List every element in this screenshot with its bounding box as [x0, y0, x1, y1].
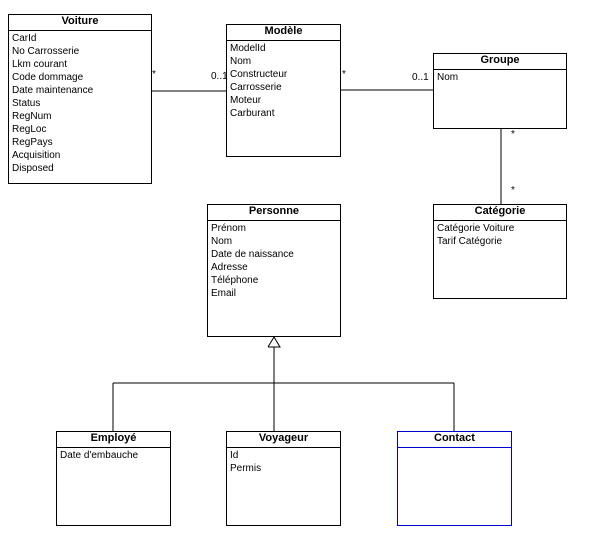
class-categorie-name: Catégorie [434, 205, 566, 221]
attribute: Nom [230, 56, 252, 67]
class-personne[interactable]: Personne Prénom Nom Date de naissance Ad… [207, 204, 341, 337]
class-categorie-attributes: Catégorie Voiture Tarif Catégorie [434, 221, 566, 248]
attribute: Date maintenance [12, 85, 94, 96]
attribute: Catégorie Voiture [437, 223, 515, 234]
attribute: No Carrosserie [12, 46, 80, 57]
attribute: Email [211, 288, 237, 299]
attribute: Date de naissance [211, 249, 294, 260]
class-voyageur-name: Voyageur [227, 432, 340, 448]
attribute: RegLoc [12, 124, 47, 135]
mult-voiture-modele-to: 0..1 [211, 71, 228, 82]
class-employe[interactable]: Employé Date d'embauche [56, 431, 171, 526]
mult-groupe-categorie-from: * [511, 129, 515, 140]
class-contact-attributes [398, 448, 511, 449]
attribute: Carrosserie [230, 82, 282, 93]
attribute: Nom [211, 236, 233, 247]
class-voiture[interactable]: Voiture CarId No Carrosserie Lkm courant… [8, 14, 152, 184]
attribute: Prénom [211, 223, 247, 234]
class-contact-name: Contact [398, 432, 511, 448]
attribute: Code dommage [12, 72, 84, 83]
attribute: Status [12, 98, 41, 109]
attribute: Date d'embauche [60, 450, 139, 461]
attribute: Lkm courant [12, 59, 68, 70]
attribute: Disposed [12, 163, 54, 174]
class-modele-attributes: ModelId Nom Constructeur Carrosserie Mot… [227, 41, 340, 120]
attribute: Moteur [230, 95, 262, 106]
class-contact[interactable]: Contact [397, 431, 512, 526]
class-voiture-attributes: CarId No Carrosserie Lkm courant Code do… [9, 31, 151, 175]
mult-modele-groupe-to: 0..1 [412, 72, 429, 83]
attribute: Adresse [211, 262, 248, 273]
mult-modele-groupe-from: * [342, 69, 346, 80]
generalization-arrowhead [267, 336, 281, 348]
attribute: Nom [437, 72, 459, 83]
attribute: Constructeur [230, 69, 288, 80]
attribute: ModelId [230, 43, 266, 54]
attribute: CarId [12, 33, 37, 44]
attribute: Téléphone [211, 275, 259, 286]
class-voyageur-attributes: Id Permis [227, 448, 340, 475]
attribute: Acquisition [12, 150, 61, 161]
class-personne-name: Personne [208, 205, 340, 221]
attribute: RegPays [12, 137, 53, 148]
class-voiture-name: Voiture [9, 15, 151, 31]
class-categorie[interactable]: Catégorie Catégorie Voiture Tarif Catégo… [433, 204, 567, 299]
mult-voiture-modele-from: * [152, 69, 156, 80]
class-voyageur[interactable]: Voyageur Id Permis [226, 431, 341, 526]
mult-groupe-categorie-to: * [511, 185, 515, 196]
class-groupe-name: Groupe [434, 54, 566, 70]
class-modele-name: Modèle [227, 25, 340, 41]
attribute: Tarif Catégorie [437, 236, 503, 247]
class-employe-attributes: Date d'embauche [57, 448, 170, 462]
class-modele[interactable]: Modèle ModelId Nom Constructeur Carrosse… [226, 24, 341, 157]
attribute: RegNum [12, 111, 52, 122]
class-personne-attributes: Prénom Nom Date de naissance Adresse Tél… [208, 221, 340, 300]
attribute: Carburant [230, 108, 275, 119]
class-groupe[interactable]: Groupe Nom [433, 53, 567, 129]
attribute: Permis [230, 463, 262, 474]
class-groupe-attributes: Nom [434, 70, 566, 84]
attribute: Id [230, 450, 239, 461]
class-employe-name: Employé [57, 432, 170, 448]
